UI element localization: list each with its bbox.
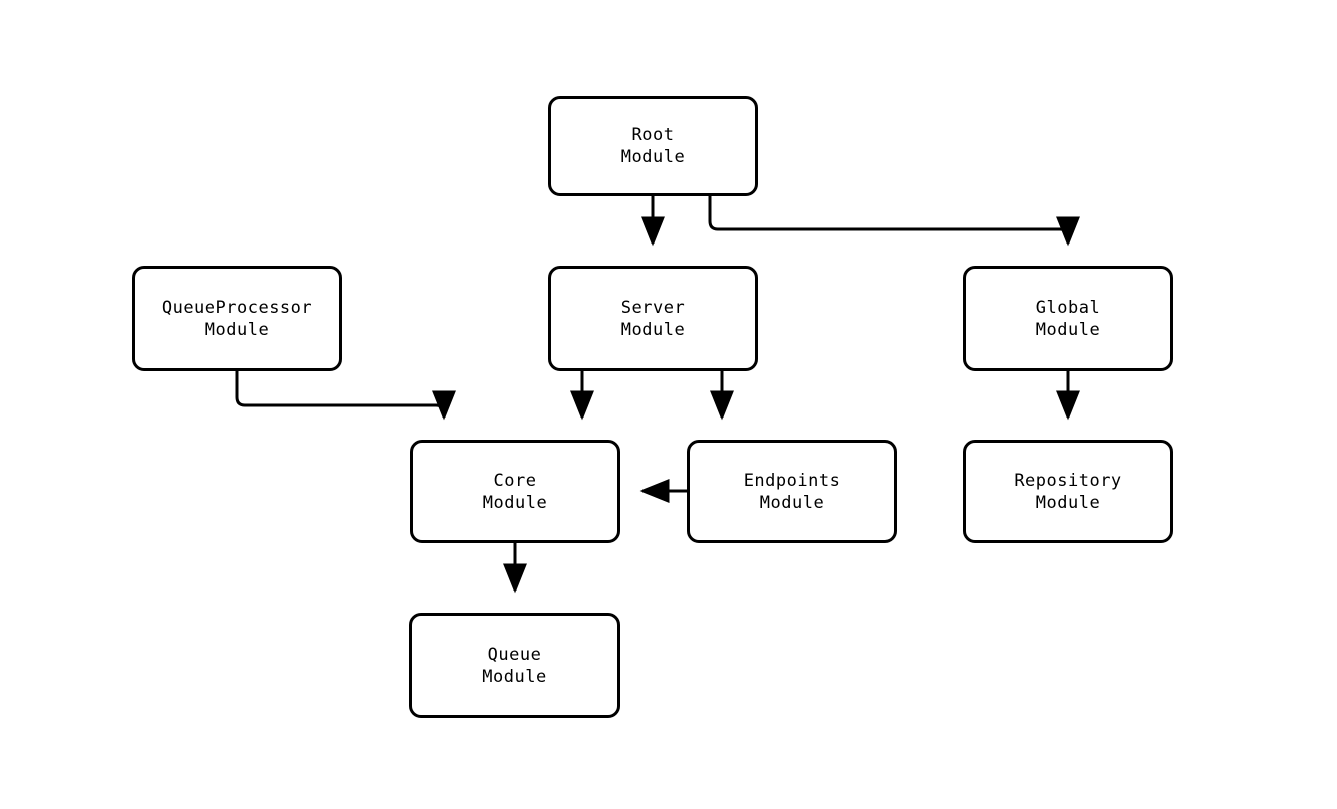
node-endpoints-module[interactable]: Endpoints Module (687, 440, 897, 543)
node-server-module[interactable]: Server Module (548, 266, 758, 371)
node-global-module-line2: Module (1035, 319, 1101, 340)
node-repository-module-line2: Module (1035, 492, 1101, 513)
edge-queueprocessor-to-core (235, 371, 456, 421)
node-repository-module-line1: Repository (1014, 470, 1122, 491)
node-core-module-line1: Core (493, 470, 537, 491)
node-queueprocessor-module[interactable]: QueueProcessor Module (132, 266, 342, 371)
node-core-module[interactable]: Core Module (410, 440, 620, 543)
node-queueprocessor-module-line2: Module (204, 319, 270, 340)
node-repository-module[interactable]: Repository Module (963, 440, 1173, 543)
node-queue-module-line1: Queue (487, 644, 542, 665)
node-root-module[interactable]: Root Module (548, 96, 758, 196)
node-server-module-line1: Server (620, 297, 686, 318)
node-queue-module[interactable]: Queue Module (409, 613, 620, 718)
node-core-module-line2: Module (482, 492, 548, 513)
node-global-module-line1: Global (1035, 297, 1101, 318)
node-root-module-line2: Module (620, 147, 686, 167)
node-global-module[interactable]: Global Module (963, 266, 1173, 371)
node-queueprocessor-module-line1: QueueProcessor (161, 297, 313, 318)
node-endpoints-module-line2: Module (759, 492, 825, 513)
node-queue-module-line2: Module (482, 666, 547, 687)
node-server-module-line2: Module (620, 319, 686, 340)
node-root-module-line1: Root (631, 125, 675, 145)
node-endpoints-module-line1: Endpoints (743, 470, 841, 491)
edge-root-to-global (708, 196, 1080, 247)
